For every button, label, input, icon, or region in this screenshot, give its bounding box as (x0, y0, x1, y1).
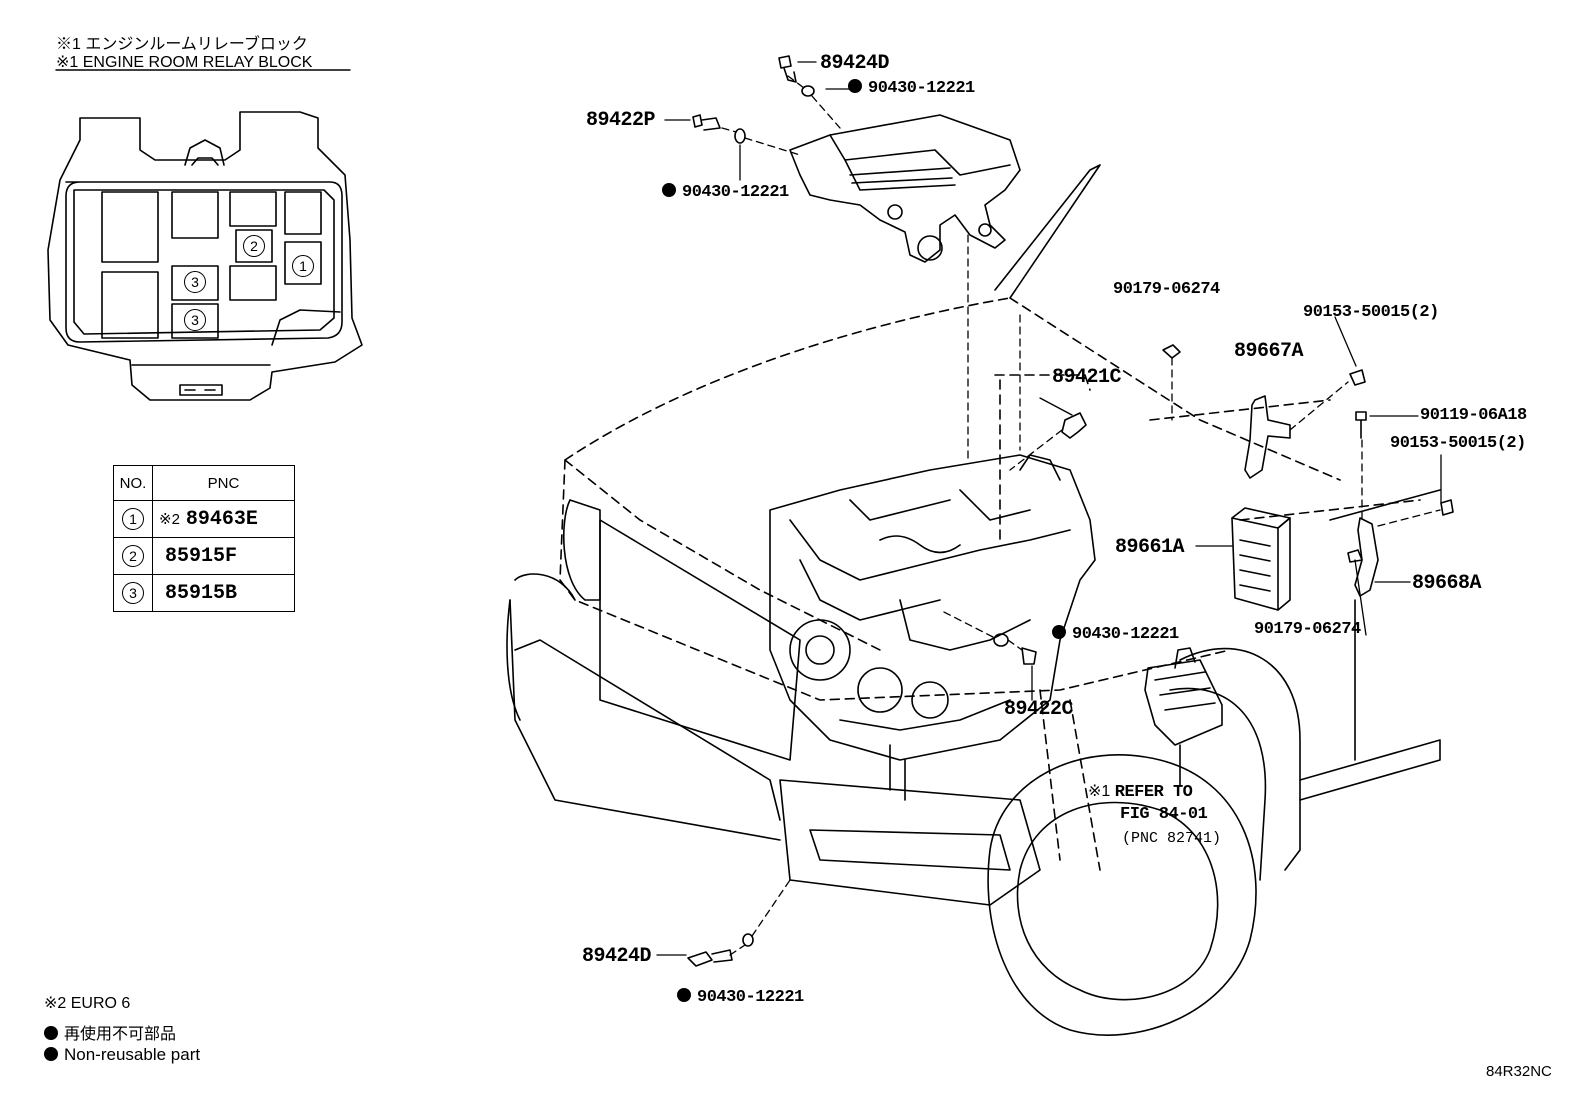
ecu-drawing (1144, 395, 1379, 786)
slot-number: 3 (184, 271, 206, 293)
intake-manifold-drawing (789, 114, 1021, 263)
callout-text: 90430-12221 (682, 183, 789, 202)
figure-code: 84R32NC (1486, 1063, 1552, 1080)
legend-nonreuse-en: Non-reusable part (44, 1045, 200, 1065)
euro-mark: ※2 (159, 510, 180, 528)
callout-text: 90430-12221 (1072, 625, 1179, 644)
callout-89668A[interactable]: 89668A (1412, 572, 1482, 595)
callout-89661A[interactable]: 89661A (1115, 536, 1185, 559)
slot-number: 3 (184, 309, 206, 331)
pnc-table: NO. PNC 1 ※2 89463E 2 85915F 3 85915B (113, 465, 295, 612)
legend-text: 再使用不可部品 (64, 1026, 177, 1043)
non-reusable-dot-icon (44, 1026, 58, 1040)
non-reusable-dot-icon (848, 79, 862, 93)
callout-89422C[interactable]: 89422C (1004, 698, 1074, 721)
row-number: 2 (122, 545, 144, 567)
callout-89421C[interactable]: 89421C (1052, 366, 1122, 389)
row-number: 1 (122, 508, 144, 530)
pnc-value: 85915B (165, 581, 238, 605)
vehicle-body-drawing (506, 164, 1441, 1036)
callout-90430-top-1[interactable]: 90430-12221 (848, 79, 975, 98)
relay-block-title-en: ※1 ENGINE ROOM RELAY BLOCK (56, 54, 313, 71)
legend-nonreuse-jp: 再使用不可部品 (44, 1020, 176, 1044)
non-reusable-dot-icon (1052, 625, 1066, 639)
leader-lines (656, 61, 1442, 956)
refer-line-3: (PNC 82741) (1122, 830, 1222, 847)
refer-mark: ※1 (1088, 783, 1111, 800)
engine-drawing (769, 454, 1096, 801)
callout-90153-top[interactable]: 90153-50015(2) (1303, 303, 1439, 322)
callout-90179-top[interactable]: 90179-06274 (1113, 280, 1220, 299)
column-header-no: NO. (113, 465, 153, 501)
table-row: 1 ※2 89463E (113, 500, 295, 538)
non-reusable-dot-icon (677, 988, 691, 1002)
legend-euro-note: ※2 EURO 6 (44, 995, 131, 1012)
pnc-value: 85915F (165, 544, 238, 568)
row-number: 3 (122, 582, 144, 604)
callout-90153-mid[interactable]: 90153-50015(2) (1390, 434, 1526, 453)
refer-line-1: REFER TO (1114, 783, 1193, 802)
refer-fig-callout[interactable]: ※1 REFER TO (1088, 781, 1193, 802)
relay-block-drawing (47, 111, 363, 401)
slot-number: 2 (243, 235, 265, 257)
non-reusable-dot-icon (662, 183, 676, 197)
refer-line-2[interactable]: FIG 84-01 (1120, 805, 1208, 824)
callout-90430-bot[interactable]: 90430-12221 (677, 988, 804, 1007)
non-reusable-dot-icon (44, 1047, 58, 1061)
legend-text: Non-reusable part (64, 1045, 201, 1064)
table-header-row: NO. PNC (113, 465, 295, 501)
column-header-pnc: PNC (152, 465, 295, 501)
callout-89667A[interactable]: 89667A (1234, 340, 1304, 363)
callout-text: 90430-12221 (697, 988, 804, 1007)
callout-89422P[interactable]: 89422P (586, 109, 656, 132)
sensors-drawing (687, 55, 1454, 967)
assembly-dashes (721, 75, 1441, 956)
callout-89424D-bot[interactable]: 89424D (582, 945, 652, 968)
callout-89424D-top[interactable]: 89424D (820, 52, 890, 75)
pnc-value: 89463E (185, 507, 258, 531)
callout-90119[interactable]: 90119-06A18 (1420, 406, 1527, 425)
callout-90179-bot[interactable]: 90179-06274 (1254, 620, 1361, 639)
slot-number: 1 (292, 255, 314, 277)
table-row: 2 85915F (113, 537, 295, 575)
callout-90430-top-2[interactable]: 90430-12221 (662, 183, 789, 202)
callout-text: 90430-12221 (868, 79, 975, 98)
table-row: 3 85915B (113, 574, 295, 612)
callout-90430-mid[interactable]: 90430-12221 (1052, 625, 1179, 644)
relay-block-title-jp: ※1 エンジンルームリレーブロック (56, 36, 308, 53)
